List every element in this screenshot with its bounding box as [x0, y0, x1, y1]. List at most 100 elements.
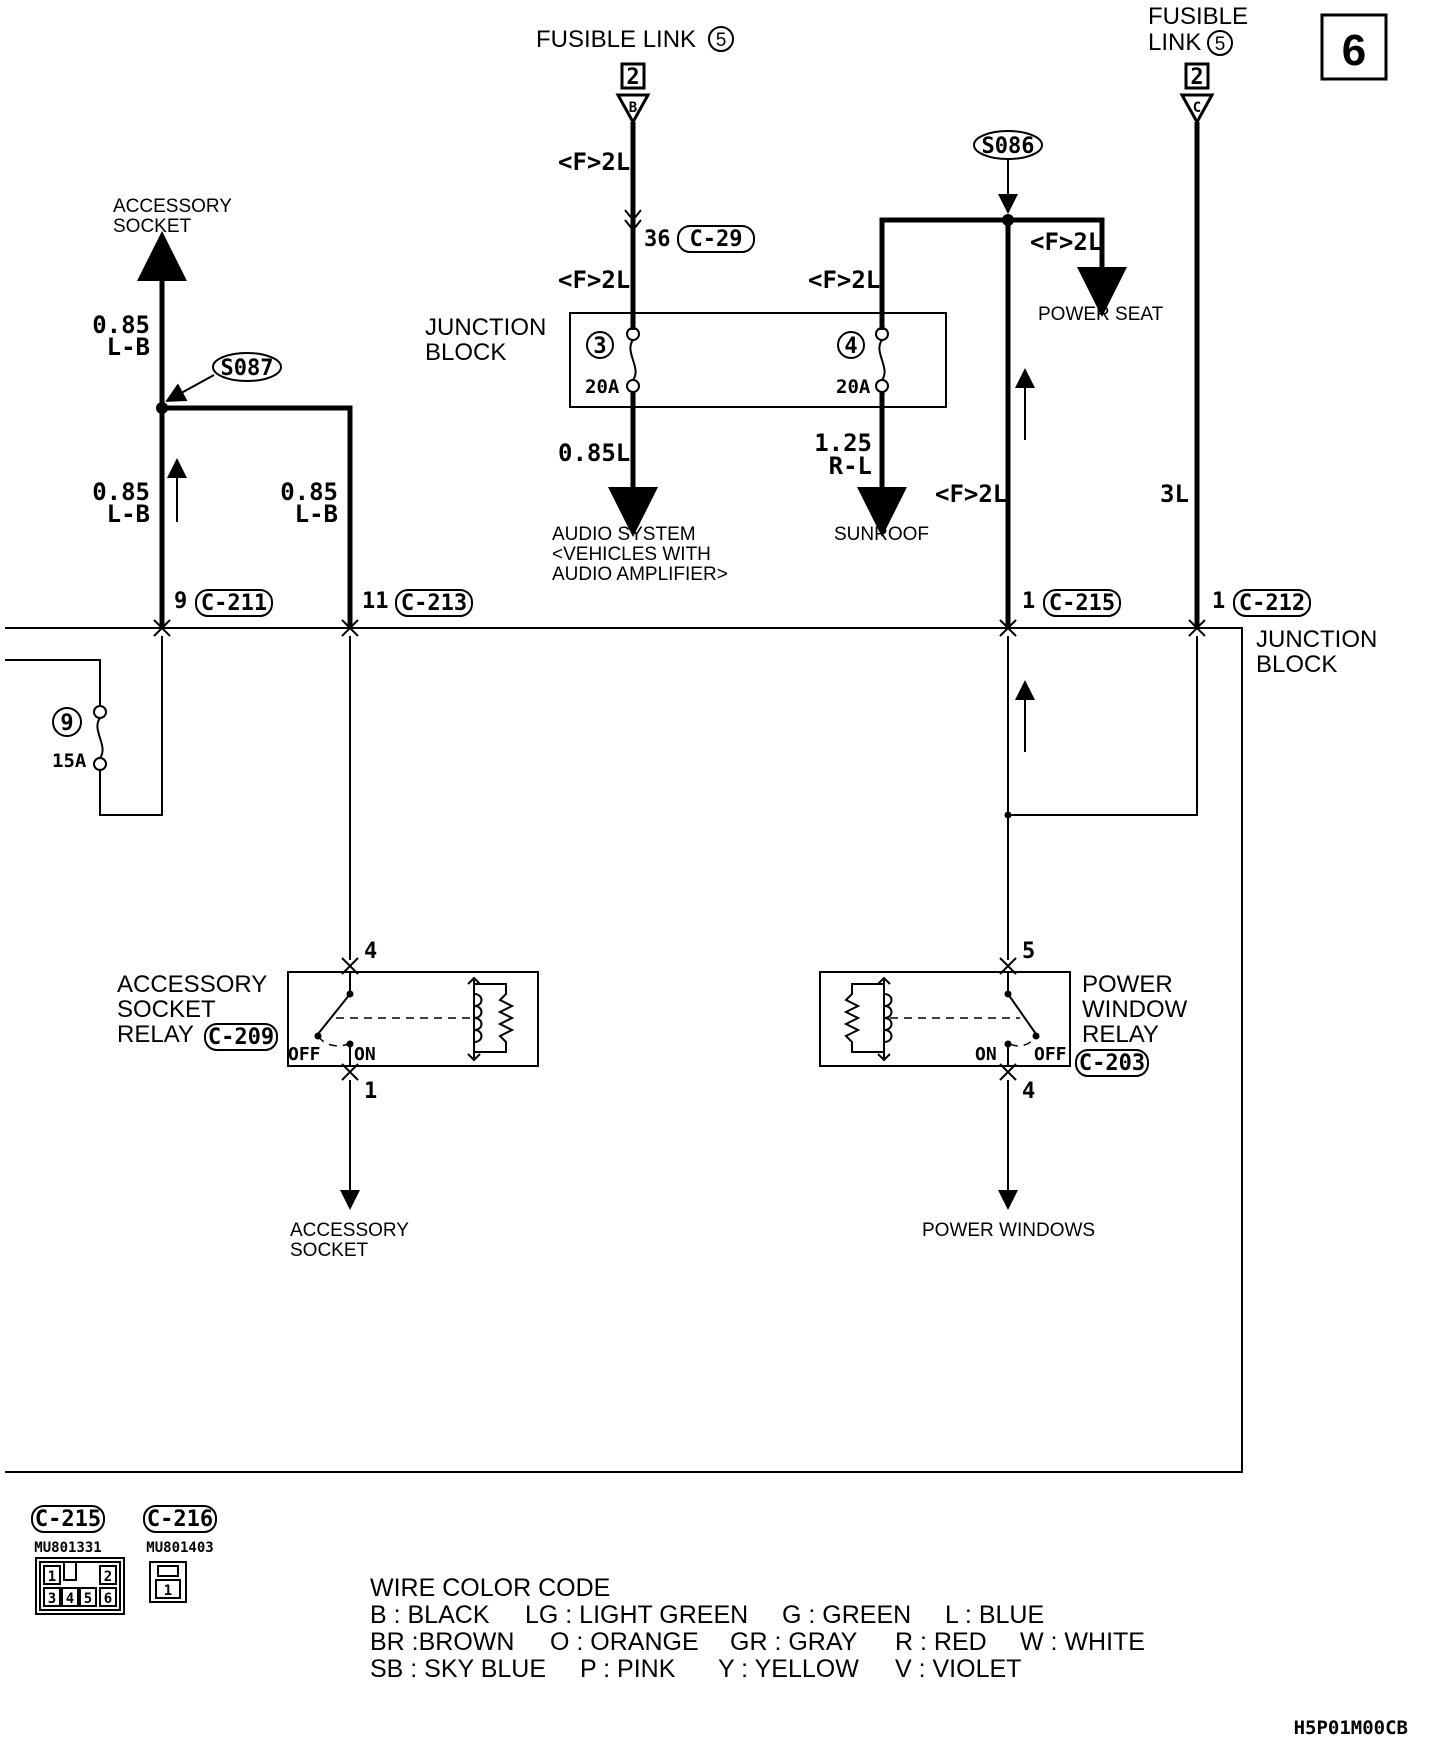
- audio-system-label: AUDIO SYSTEM: [552, 524, 696, 545]
- audio-branch: 0.85L AUDIO SYSTEM <VEHICLES WITH AUDIO …: [552, 392, 728, 585]
- acc-relay-off: OFF: [288, 1044, 321, 1065]
- connector-faces: C-215 MU801331 1 2 3 4 5 6 C-216 MU80140…: [31, 1505, 217, 1615]
- wire-085-top: 0.85: [92, 311, 150, 339]
- accessory-socket-top-2: SOCKET: [113, 216, 192, 237]
- wire-f2l-c215: <F>2L: [935, 480, 1007, 508]
- fusible-label-right-2: LINK: [1148, 29, 1201, 56]
- wire-lb-right: L-B: [295, 500, 338, 528]
- pw-relay-label-1: POWER: [1082, 971, 1173, 998]
- legend-blue: L : BLUE: [945, 1601, 1044, 1629]
- pin-1-c215: 1: [1022, 589, 1035, 614]
- accessory-socket-bottom-2: SOCKET: [290, 1240, 369, 1261]
- connector-row: 9 C-211 11 C-213 1 C-215 1 C-212 JUNCTIO…: [174, 589, 1377, 678]
- c215-pin-5: 5: [84, 1591, 92, 1607]
- accessory-socket-bottom-1: ACCESSORY: [290, 1220, 409, 1241]
- c215-pin-2: 2: [104, 1569, 112, 1585]
- acc-relay-label-2: SOCKET: [117, 996, 216, 1023]
- power-window-relay: 5 ON OFF POWER WINDOW RELAY C-203 4 POWE…: [819, 939, 1188, 1241]
- wire-color-legend: WIRE COLOR CODE B : BLACK LG : LIGHT GRE…: [370, 1574, 1145, 1683]
- junction-block-outline: [5, 619, 1243, 1473]
- wire-lb-top: L-B: [107, 333, 150, 361]
- legend-violet: V : VIOLET: [895, 1655, 1021, 1683]
- fusible-link-label: FUSIBLE LINK: [536, 26, 696, 53]
- wire-lb-left: L-B: [107, 500, 150, 528]
- legend-title: WIRE COLOR CODE: [370, 1574, 610, 1602]
- junction-block-label-1: JUNCTION: [425, 314, 546, 341]
- pw-relay-on: ON: [975, 1044, 997, 1065]
- pin-1-c212: 1: [1212, 589, 1225, 614]
- sunroof-branch: 1.25 R-L SUNROOF: [814, 392, 929, 545]
- legend-green: G : GREEN: [782, 1601, 911, 1629]
- pw-relay-label-3: RELAY: [1082, 1021, 1159, 1048]
- connector-c212: C-212: [1239, 591, 1305, 616]
- page-number-box: 6: [1320, 13, 1388, 81]
- fuse-2-right-number: 2: [1190, 65, 1203, 90]
- connector-c203: C-203: [1079, 1051, 1145, 1076]
- c215-pin-3: 3: [48, 1591, 56, 1607]
- s087-group: ACCESSORY SOCKET S087 0.85 L-B 0.85 L-B …: [92, 196, 353, 628]
- legend-white: W : WHITE: [1020, 1628, 1145, 1656]
- pin-9: 9: [174, 589, 187, 614]
- accessory-socket-relay: ACCESSORY SOCKET RELAY C-209 4 OFF ON 1 …: [117, 939, 539, 1261]
- fuse-3-number: 3: [593, 334, 606, 359]
- audio-amplifier-label: AUDIO AMPLIFIER>: [552, 564, 728, 585]
- part-number-c216: MU801403: [146, 1540, 213, 1556]
- fusible-link-b-group: FUSIBLE LINK 5 2 B <F>2L 36 C-29 <F>2L: [536, 26, 755, 330]
- fuse-2-number: 2: [626, 65, 639, 90]
- legend-orange: O : ORANGE: [550, 1628, 699, 1656]
- wire-f2l-jb: <F>2L: [558, 266, 630, 294]
- wire-085l: 0.85L: [558, 439, 630, 467]
- legend-sky-blue: SB : SKY BLUE: [370, 1655, 546, 1683]
- s086-group: S086 <F>2L <F>2L POWER SEAT <F>2L: [808, 130, 1164, 628]
- face-label-c216: C-216: [147, 1507, 213, 1532]
- wire-f2l-power-seat: <F>2L: [1030, 228, 1102, 256]
- pw-internal-wires: [1004, 636, 1198, 960]
- pin-11: 11: [362, 589, 389, 614]
- acc-relay-label-1: ACCESSORY: [117, 971, 267, 998]
- acc-relay-pin-1: 1: [364, 1079, 377, 1104]
- connector-c215: C-215: [1049, 591, 1115, 616]
- legend-red: R : RED: [895, 1628, 987, 1656]
- fuse-9-amp: 15A: [52, 750, 87, 772]
- fuse-9-number: 9: [60, 711, 73, 736]
- connector-c209: C-209: [208, 1025, 274, 1050]
- fusible-link-c-group: FUSIBLE LINK 5 2 C 3L: [1148, 3, 1248, 628]
- pin-36: 36: [644, 227, 671, 252]
- fuse-4-amp: 20A: [836, 376, 871, 398]
- terminal-c: C: [1193, 100, 1201, 116]
- fuse-3-amp: 20A: [585, 376, 620, 398]
- c215-pin-1: 1: [48, 1569, 56, 1585]
- splice-s086: S086: [982, 134, 1035, 159]
- c215-pin-4: 4: [66, 1591, 74, 1607]
- page-number: 6: [1342, 26, 1366, 75]
- pw-relay-label-2: WINDOW: [1082, 996, 1188, 1023]
- wire-085-right: 0.85: [280, 478, 338, 506]
- figure-code: H5P01M00CB: [1294, 1717, 1408, 1739]
- legend-light-green: LG : LIGHT GREEN: [525, 1601, 748, 1629]
- wire-f2l-fuse4: <F>2L: [808, 266, 880, 294]
- connector-c29: C-29: [690, 227, 743, 252]
- junction-block-label-2: BLOCK: [425, 339, 506, 366]
- wire-rl: R-L: [829, 452, 872, 480]
- legend-brown: BR :BROWN: [370, 1628, 514, 1656]
- legend-gray: GR : GRAY: [730, 1628, 858, 1656]
- connector-c211: C-211: [201, 591, 267, 616]
- wire-085-left: 0.85: [92, 478, 150, 506]
- fusible-link-number: 5: [716, 30, 727, 51]
- wire-f2l-upper: <F>2L: [558, 148, 630, 176]
- pw-relay-pin-5: 5: [1022, 939, 1035, 964]
- fuse-9-group: 9 15A: [5, 636, 163, 816]
- fuse-4-number: 4: [844, 334, 857, 359]
- pw-relay-pin-4: 4: [1022, 1079, 1035, 1104]
- junction-block-right-1: JUNCTION: [1256, 626, 1377, 653]
- junction-block-upper: JUNCTION BLOCK 3 20A 4 20A: [425, 312, 947, 408]
- connector-c213: C-213: [401, 591, 467, 616]
- splice-s087: S087: [221, 356, 274, 381]
- accessory-socket-top-1: ACCESSORY: [113, 196, 232, 217]
- sunroof-label: SUNROOF: [834, 524, 929, 545]
- fusible-link-right-number: 5: [1215, 34, 1226, 55]
- acc-relay-pin-4: 4: [364, 939, 377, 964]
- terminal-b: B: [629, 100, 637, 116]
- acc-relay-label-3: RELAY: [117, 1021, 194, 1048]
